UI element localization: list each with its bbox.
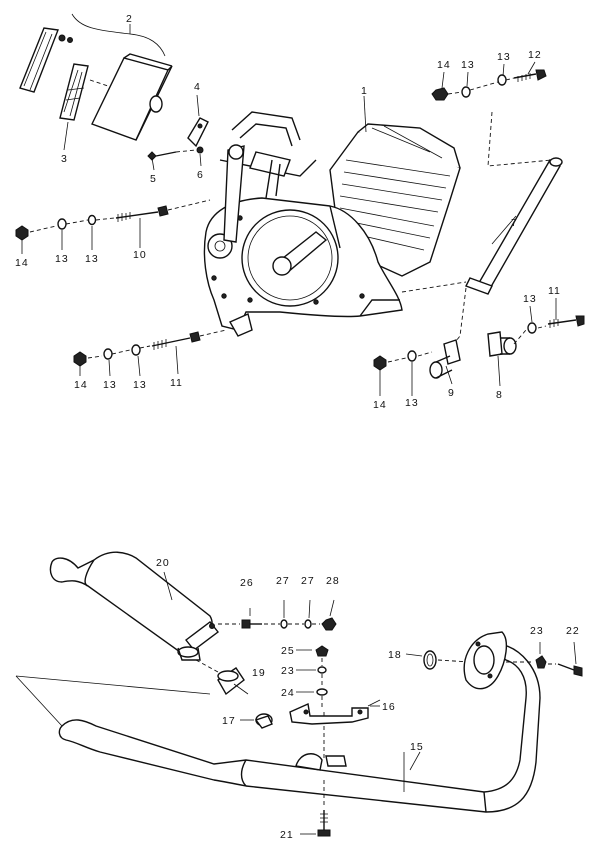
part-23-nut-right bbox=[535, 642, 547, 669]
part-18-gasket bbox=[405, 650, 437, 670]
label-4: 4 bbox=[194, 81, 201, 93]
part-19-rubber-grommet bbox=[217, 667, 245, 696]
label-25: 25 bbox=[281, 645, 295, 657]
label-12: 12 bbox=[528, 49, 542, 61]
part-27-washer-b bbox=[304, 619, 312, 629]
label-6: 6 bbox=[197, 169, 204, 181]
part-14-nut-lower-left bbox=[73, 351, 87, 367]
part-5-bolt bbox=[147, 151, 177, 171]
label-28: 28 bbox=[326, 575, 340, 587]
label-21: 21 bbox=[280, 829, 294, 841]
part-26-bolt bbox=[241, 608, 262, 629]
part-6-nut bbox=[196, 146, 204, 167]
part-14-nut-lower-right bbox=[373, 355, 387, 371]
part-10-long-bolt bbox=[115, 205, 169, 222]
part-13-washer-lower-left-b bbox=[131, 344, 141, 356]
label-20: 20 bbox=[156, 557, 170, 569]
part-28-nut bbox=[321, 617, 337, 631]
group-bracket-2 bbox=[71, 13, 166, 57]
label-9: 9 bbox=[448, 387, 455, 399]
label-13-lowright: 13 bbox=[405, 397, 419, 409]
part-13-washer-left-b bbox=[87, 214, 97, 226]
label-23-center: 23 bbox=[281, 665, 295, 677]
part-23-washer-center bbox=[317, 666, 327, 674]
label-13-lowleft-b: 13 bbox=[133, 379, 147, 391]
part-13-washer-top-right-a bbox=[461, 86, 471, 98]
label-27-b: 27 bbox=[301, 575, 315, 587]
label-24: 24 bbox=[281, 687, 295, 699]
part-20-muffler bbox=[49, 551, 219, 661]
label-13-left-b: 13 bbox=[85, 253, 99, 265]
part-11-bolt-right bbox=[547, 315, 585, 328]
label-2: 2 bbox=[126, 13, 133, 25]
part-7-mount-rod bbox=[465, 157, 563, 295]
label-1: 1 bbox=[361, 85, 368, 97]
label-11-right: 11 bbox=[548, 285, 561, 297]
part-13-washer-top-right-b bbox=[497, 74, 507, 86]
label-13-top-a: 13 bbox=[461, 59, 475, 71]
part-13-washer-right bbox=[527, 322, 537, 334]
part-16-bracket bbox=[289, 702, 380, 725]
part-2-clamp-strip bbox=[19, 27, 73, 93]
label-23-right: 23 bbox=[530, 625, 544, 637]
part-13-washer-left-a bbox=[57, 218, 67, 230]
part-13-washer-lower-right bbox=[407, 350, 417, 362]
label-14-lowleft: 14 bbox=[74, 379, 88, 391]
part-8-bushing-bracket bbox=[487, 331, 517, 357]
label-13-lowleft-a: 13 bbox=[103, 379, 117, 391]
part-4-bracket bbox=[187, 94, 209, 148]
label-19: 19 bbox=[252, 667, 266, 679]
part-24-washer bbox=[316, 688, 328, 696]
label-8: 8 bbox=[496, 389, 503, 401]
label-18: 18 bbox=[388, 649, 402, 661]
part-17-rubber bbox=[240, 713, 273, 729]
label-13-left-a: 13 bbox=[55, 253, 69, 265]
label-5: 5 bbox=[150, 173, 157, 185]
label-7: 7 bbox=[511, 217, 518, 229]
label-17: 17 bbox=[222, 715, 236, 727]
label-27-a: 27 bbox=[276, 575, 290, 587]
part-11-bolt-left bbox=[151, 331, 201, 350]
label-26: 26 bbox=[240, 577, 254, 589]
part-3-bracket-strip bbox=[59, 63, 89, 121]
part-14-nut-top-right bbox=[431, 87, 449, 101]
label-10: 10 bbox=[133, 249, 147, 261]
label-11-left: 11 bbox=[170, 377, 183, 389]
label-13-right: 13 bbox=[523, 293, 537, 305]
label-14-left: 14 bbox=[15, 257, 29, 269]
label-3: 3 bbox=[61, 153, 68, 165]
part-22-bolt bbox=[557, 641, 583, 677]
label-22: 22 bbox=[566, 625, 580, 637]
part-12-bolt bbox=[513, 69, 547, 82]
part-9-bushing-bracket bbox=[429, 339, 461, 379]
label-16: 16 bbox=[382, 701, 396, 713]
part-2-box bbox=[91, 53, 173, 141]
part-13-washer-lower-left-a bbox=[103, 348, 113, 360]
part-14-nut-left bbox=[15, 225, 29, 241]
part-27-washer-a bbox=[280, 619, 288, 629]
part-1-engine bbox=[203, 111, 461, 337]
part-21-bolt bbox=[317, 810, 331, 837]
label-14-top: 14 bbox=[437, 59, 451, 71]
part-25-nut bbox=[315, 645, 329, 657]
label-14-lowright: 14 bbox=[373, 399, 387, 411]
label-15: 15 bbox=[410, 741, 424, 753]
part-15-exhaust-pipe bbox=[58, 631, 541, 813]
label-13-top-b: 13 bbox=[497, 51, 511, 63]
